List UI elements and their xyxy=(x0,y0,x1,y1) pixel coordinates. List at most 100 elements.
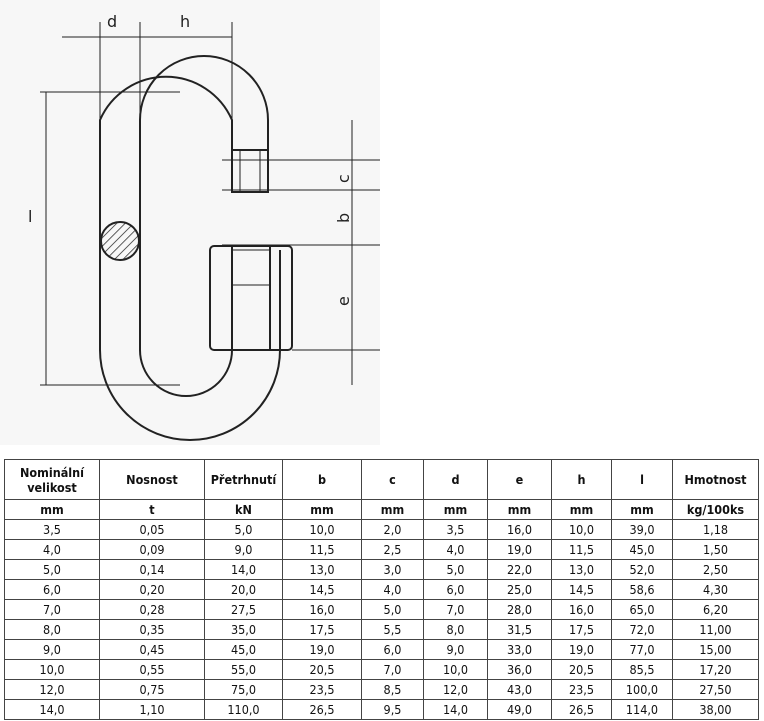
table-cell: 6,0 xyxy=(423,579,488,600)
column-header: Hmotnost xyxy=(672,459,759,500)
table-cell: 4,0 xyxy=(4,539,100,560)
table-cell: 5,0 xyxy=(361,599,424,620)
table-cell: 2,50 xyxy=(672,559,759,580)
table-cell: 14,5 xyxy=(551,579,612,600)
table-cell: 28,0 xyxy=(487,599,552,620)
table-cell: 16,0 xyxy=(487,519,552,540)
table-cell: 16,0 xyxy=(551,599,612,620)
table-cell: 26,5 xyxy=(551,699,612,720)
table-cell: 15,00 xyxy=(672,639,759,660)
column-header: Nominální velikost xyxy=(4,459,100,500)
unit-cell: t xyxy=(99,499,205,520)
table-cell: 3,5 xyxy=(4,519,100,540)
table-cell: 13,0 xyxy=(282,559,362,580)
table-cell: 7,0 xyxy=(361,659,424,680)
table-cell: 43,0 xyxy=(487,679,552,700)
table-cell: 49,0 xyxy=(487,699,552,720)
table-cell: 23,5 xyxy=(282,679,362,700)
table-cell: 17,5 xyxy=(551,619,612,640)
table-cell: 14,0 xyxy=(4,699,100,720)
table-cell: 33,0 xyxy=(487,639,552,660)
table-cell: 45,0 xyxy=(204,639,283,660)
dim-label-b: b xyxy=(334,213,353,223)
table-cell: 7,0 xyxy=(4,599,100,620)
table-cell: 6,20 xyxy=(672,599,759,620)
table-cell: 9,0 xyxy=(204,539,283,560)
table-cell: 20,5 xyxy=(551,659,612,680)
table-cell: 0,09 xyxy=(99,539,205,560)
column-header: h xyxy=(551,459,612,500)
table-cell: 17,20 xyxy=(672,659,759,680)
table-cell: 72,0 xyxy=(611,619,673,640)
table-cell: 23,5 xyxy=(551,679,612,700)
table-cell: 11,00 xyxy=(672,619,759,640)
table-cell: 36,0 xyxy=(487,659,552,680)
table-cell: 4,0 xyxy=(423,539,488,560)
table-cell: 7,0 xyxy=(423,599,488,620)
table-cell: 4,0 xyxy=(361,579,424,600)
table-cell: 19,0 xyxy=(487,539,552,560)
table-cell: 100,0 xyxy=(611,679,673,700)
table-cell: 0,75 xyxy=(99,679,205,700)
table-cell: 10,0 xyxy=(551,519,612,540)
table-cell: 8,0 xyxy=(423,619,488,640)
table-cell: 6,0 xyxy=(361,639,424,660)
thread-top xyxy=(231,149,269,193)
table-cell: 26,5 xyxy=(282,699,362,720)
link-outer-contour xyxy=(99,75,281,441)
column-header: Přetrhnutí xyxy=(204,459,283,500)
table-cell: 27,50 xyxy=(672,679,759,700)
table-cell: 1,18 xyxy=(672,519,759,540)
table-cell: 8,0 xyxy=(4,619,100,640)
quick-link-drawing: d h l c b e xyxy=(0,0,380,445)
table-cell: 35,0 xyxy=(204,619,283,640)
table-cell: 0,45 xyxy=(99,639,205,660)
table-cell: 1,50 xyxy=(672,539,759,560)
table-cell: 12,0 xyxy=(423,679,488,700)
table-cell: 11,5 xyxy=(551,539,612,560)
table-cell: 10,0 xyxy=(423,659,488,680)
table-cell: 75,0 xyxy=(204,679,283,700)
dim-label-e: e xyxy=(334,296,353,306)
dim-label-c: c xyxy=(334,174,353,183)
table-cell: 31,5 xyxy=(487,619,552,640)
table-cell: 27,5 xyxy=(204,599,283,620)
table-cell: 0,28 xyxy=(99,599,205,620)
dim-label-d: d xyxy=(107,12,117,31)
table-cell: 114,0 xyxy=(611,699,673,720)
table-cell: 8,5 xyxy=(361,679,424,700)
column-header: l xyxy=(611,459,673,500)
nut xyxy=(209,245,293,351)
table-cell: 5,0 xyxy=(423,559,488,580)
column-header: Nosnost xyxy=(99,459,205,500)
link-inner-contour xyxy=(139,55,269,397)
table-cell: 12,0 xyxy=(4,679,100,700)
unit-cell: mm xyxy=(282,499,362,520)
unit-cell: mm xyxy=(487,499,552,520)
table-cell: 9,0 xyxy=(4,639,100,660)
table-cell: 2,5 xyxy=(361,539,424,560)
table-cell: 65,0 xyxy=(611,599,673,620)
unit-cell: mm xyxy=(4,499,100,520)
dim-label-l: l xyxy=(28,207,32,226)
table-cell: 19,0 xyxy=(282,639,362,660)
table-cell: 10,0 xyxy=(282,519,362,540)
wire-section xyxy=(100,221,140,261)
table-cell: 38,00 xyxy=(672,699,759,720)
column-header: d xyxy=(423,459,488,500)
table-cell: 0,14 xyxy=(99,559,205,580)
column-header: e xyxy=(487,459,552,500)
table-cell: 5,0 xyxy=(4,559,100,580)
table-cell: 17,5 xyxy=(282,619,362,640)
table-cell: 45,0 xyxy=(611,539,673,560)
table-cell: 25,0 xyxy=(487,579,552,600)
table-cell: 55,0 xyxy=(204,659,283,680)
unit-cell: mm xyxy=(611,499,673,520)
